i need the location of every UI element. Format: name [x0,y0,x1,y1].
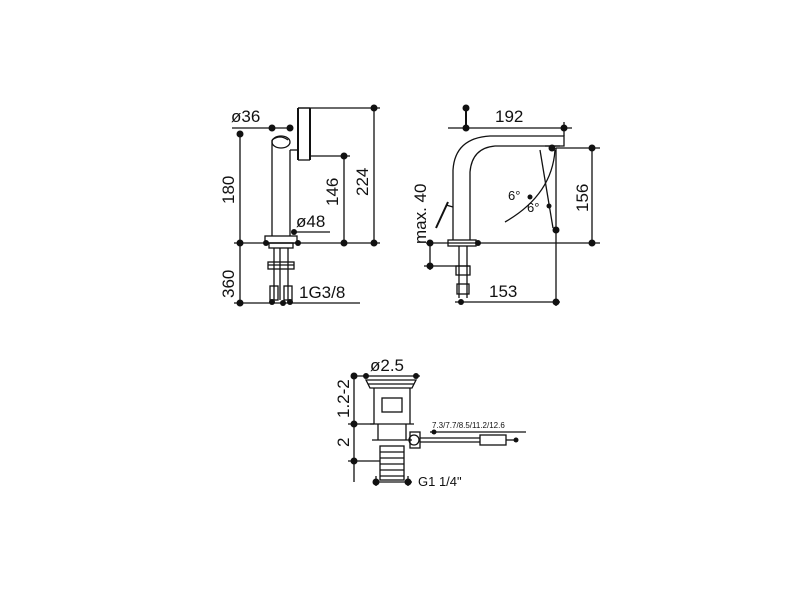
front-faucet-body [264,107,311,249]
drain-thread-label: G1 1/4" [418,474,462,489]
drain-view: ø2.5 1.2-2 2 7.3/7.7/8.5/11.2/12.6 G1 1/… [334,356,526,489]
front-supply-hoses [267,248,295,305]
side-spout-height-label: 156 [573,184,592,212]
front-dimensions [232,104,380,307]
drain-rod-sizes-label: 7.3/7.7/8.5/11.2/12.6 [432,421,505,430]
front-thread-label: 1G3/8 [299,283,345,302]
front-height-spout-label: 146 [323,178,342,206]
side-angle-a-label: 6° [508,188,520,203]
side-base-reach-label: 153 [489,282,517,301]
drain-height-range-label: 1.2-2 [334,379,353,418]
side-faucet-body [435,104,565,305]
drain-body [364,379,519,481]
drain-height-label: 2 [334,438,353,447]
front-dia-base-label: ø48 [296,212,325,231]
side-angle-b-label: 6° [527,200,539,215]
front-hose-length-label: 360 [219,270,238,298]
front-view: ø36 180 146 224 ø48 360 1G3/8 [219,104,380,307]
drain-dia-label: ø2.5 [370,356,404,375]
drain-dimensions [348,372,526,486]
side-view: 192 156 max. 40 6° 6° 153 [411,104,600,306]
side-max-deck-label: max. 40 [411,184,430,244]
front-height-body-label: 180 [219,176,238,204]
front-dia-top-label: ø36 [231,107,260,126]
front-height-total-label: 224 [353,168,372,196]
side-dimensions [424,122,600,306]
side-reach-label: 192 [495,107,523,126]
